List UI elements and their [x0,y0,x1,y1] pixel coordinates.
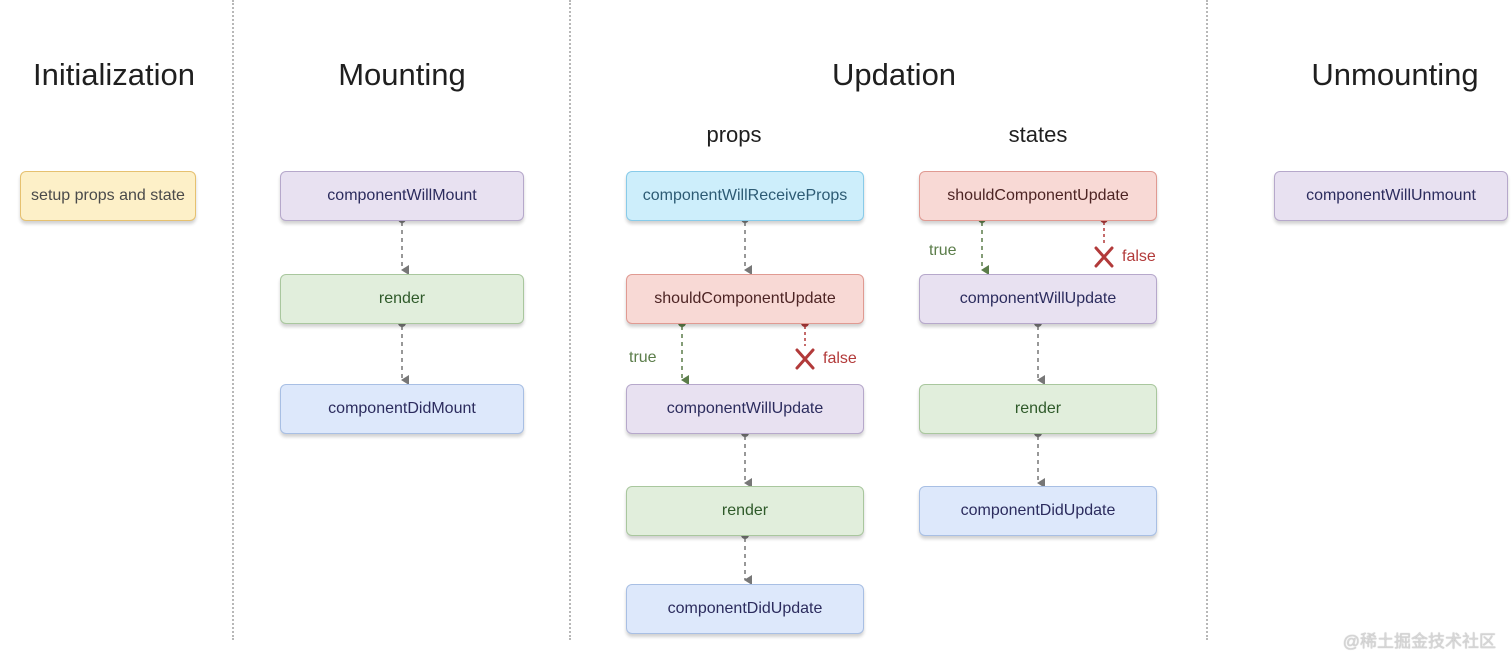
mounting-will-mount-box: componentWillMount [280,171,524,221]
props-connector-1 [741,215,752,275]
states-will-update-box: componentWillUpdate [919,274,1157,324]
phase-title-updation: Updation [831,57,957,92]
mounting-connector-2 [398,319,409,385]
props-false-label: false [823,350,857,367]
subtitle-props: props [706,122,762,147]
states-render-box: render [919,384,1157,434]
setup-props-state-box: setup props and state [20,171,196,221]
props-should-update-box: shouldComponentUpdate [626,274,864,324]
states-connector-3 [1034,429,1045,488]
props-true-label: true [629,349,657,366]
states-false-label: false [1122,248,1156,265]
watermark-text: @稀土掘金技术社区 [1342,632,1496,651]
states-true-label: true [929,242,957,259]
states-connector-2 [1034,319,1045,385]
divider-updation-unmounting [1206,0,1208,640]
states-should-update-box: shouldComponentUpdate [919,171,1157,221]
props-false-connector [795,319,815,370]
phase-title-unmounting: Unmounting [1311,57,1479,92]
mounting-did-mount-box: componentDidMount [280,384,524,434]
mounting-connector-1 [398,215,409,275]
states-true-connector [978,215,989,275]
mounting-render-box: render [280,274,524,324]
phase-title-mounting: Mounting [338,57,466,92]
unmounting-will-unmount-box: componentWillUnmount [1274,171,1508,221]
phase-title-initialization: Initialization [33,57,195,92]
divider-mounting-updation [569,0,571,640]
props-connector-4 [741,531,752,585]
props-will-receive-props-box: componentWillReceiveProps [626,171,864,221]
props-true-connector [678,319,689,385]
props-render-box: render [626,486,864,536]
divider-initialization-mounting [232,0,234,640]
props-connector-3 [741,429,752,488]
props-will-update-box: componentWillUpdate [626,384,864,434]
props-false-x-icon [795,348,815,370]
props-did-update-box: componentDidUpdate [626,584,864,634]
states-false-x-icon [1094,246,1114,268]
states-false-connector [1094,215,1114,268]
subtitle-states: states [1008,122,1068,147]
states-did-update-box: componentDidUpdate [919,486,1157,536]
